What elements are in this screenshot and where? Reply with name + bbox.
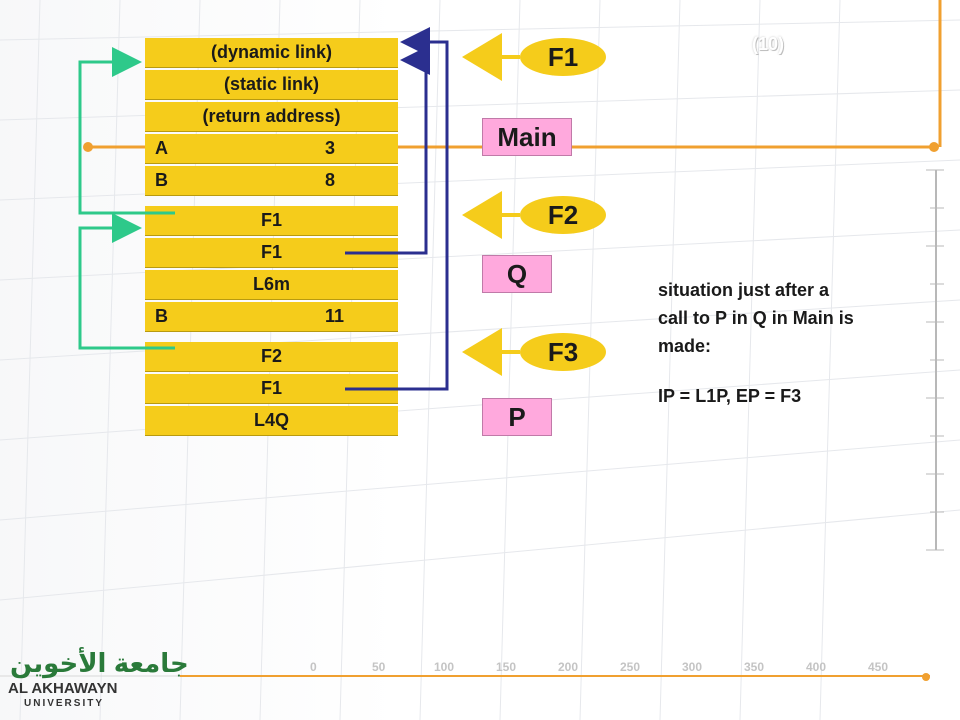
ruler-tick: 250 [620, 660, 641, 674]
variable-value: 3 [325, 138, 336, 158]
dynamic-link-arrow [78, 213, 175, 350]
university-logo-subtitle: UNIVERSITY [24, 698, 105, 709]
university-logo-name: AL AKHAWAYN [8, 680, 118, 697]
note-line: made: [658, 336, 712, 356]
procedure-label-p: P [482, 398, 552, 436]
ruler-tick: 450 [868, 660, 889, 674]
frame-label-f1: F1 [520, 38, 606, 76]
return-address-cell: L6m [145, 270, 398, 300]
variable-cell-a: A 3 [145, 134, 398, 164]
ruler-tick: 400 [806, 660, 827, 674]
ruler-tick: 100 [434, 660, 455, 674]
variable-name: B [155, 170, 168, 190]
ruler-tick: 50 [372, 660, 386, 674]
note-line: situation just after a [658, 280, 830, 300]
variable-name: A [155, 138, 168, 158]
return-address-cell: L4Q [145, 406, 398, 436]
return-address-cell: (return address) [145, 102, 398, 132]
ruler-tick: 150 [496, 660, 517, 674]
static-link-cell: F1 [145, 374, 398, 404]
explanation-note: situation just after a call to P in Q in… [658, 276, 918, 410]
note-line: IP = L1P, EP = F3 [658, 386, 802, 406]
dynamic-link-arrow [78, 47, 175, 215]
frame-label-f3: F3 [520, 333, 606, 371]
ruler-tick: 300 [682, 660, 703, 674]
procedure-label-q: Q [482, 255, 552, 293]
static-link-cell: (static link) [145, 70, 398, 100]
variable-cell-b: B 11 [145, 302, 398, 332]
variable-value: 8 [325, 170, 336, 190]
university-logo-arabic: جامعة الأخوين [10, 648, 189, 678]
dynamic-link-cell: (dynamic link) [145, 38, 398, 68]
static-link-arrow [345, 27, 449, 391]
ruler-tick: 200 [558, 660, 579, 674]
note-line: call to P in Q in Main is [658, 308, 854, 328]
variable-value: 11 [325, 306, 345, 326]
dynamic-link-cell: F2 [145, 342, 398, 372]
ruler-tick: 350 [744, 660, 765, 674]
ruler-tick: 0 [310, 660, 317, 674]
frame-label-f2: F2 [520, 196, 606, 234]
variable-cell-b: B 8 [145, 166, 398, 196]
slide-number: (10) [752, 34, 785, 54]
static-link-arrow [345, 45, 430, 255]
variable-name: B [155, 306, 168, 326]
procedure-label-main: Main [482, 118, 572, 156]
dynamic-link-cell: F1 [145, 206, 398, 236]
